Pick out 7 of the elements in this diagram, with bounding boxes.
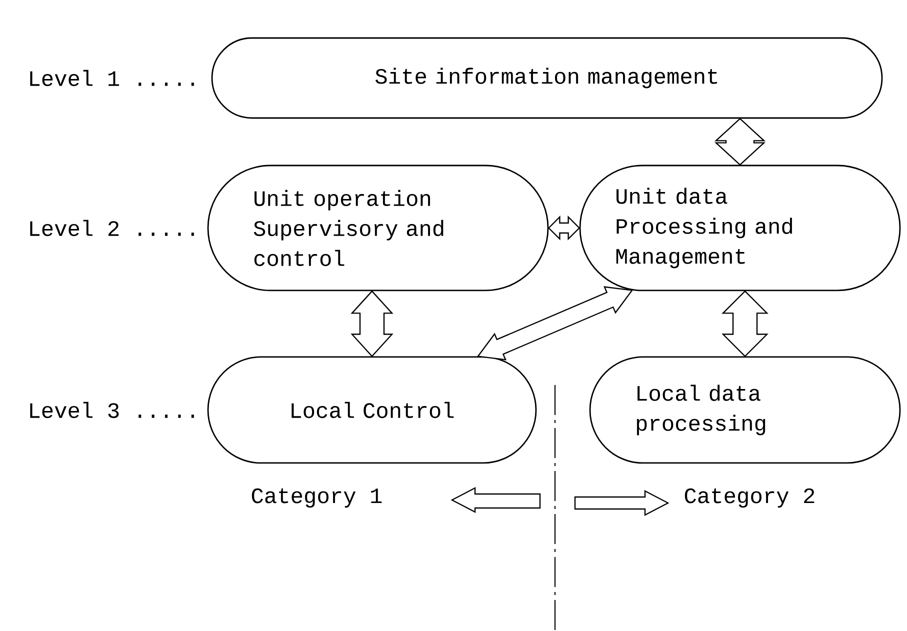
process-box: Local data processing [589, 356, 901, 464]
process-box: Unit operation Supervisory and control [207, 164, 549, 292]
category-label: Category 1 [252, 488, 382, 508]
category-label: Category 2 [684, 488, 814, 508]
process-box: Site information management [211, 37, 883, 119]
process-box: Unit data Processing and Management [579, 164, 901, 292]
process-box: Local Control [207, 356, 537, 464]
